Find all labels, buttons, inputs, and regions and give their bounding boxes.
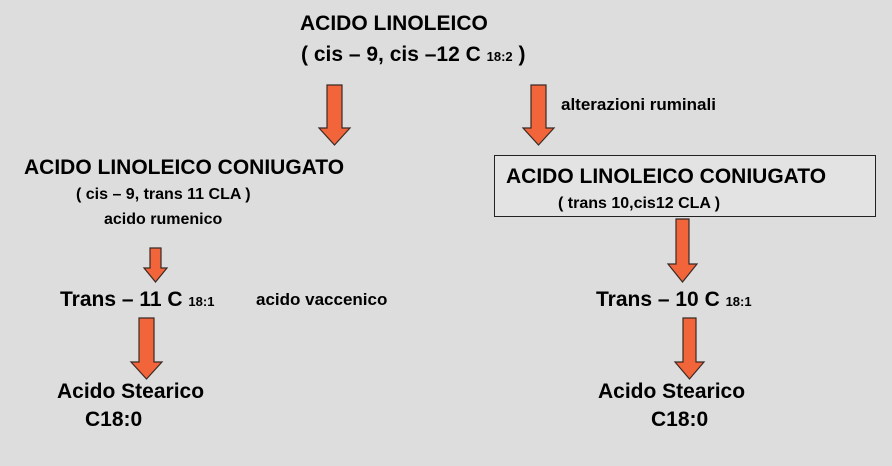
right-detail: ( trans 10,cis12 CLA ) [558, 195, 721, 212]
top-formula-end: ) [512, 43, 526, 66]
top-formula-main: ( cis – 9, cis –12 C [301, 43, 487, 66]
arrow-left-mid [142, 247, 169, 283]
arrow-right-bottom [673, 317, 706, 380]
left-trans-sub: 18:1 [188, 294, 215, 309]
right-trans-main: Trans – 10 C [596, 288, 726, 311]
arrow-left-bottom [129, 317, 164, 380]
top-formula-sub: 18:2 [486, 49, 513, 64]
left-trans-name: acido vaccenico [256, 290, 388, 309]
right-stearic: Acido Stearico [598, 380, 746, 403]
arrow-right-mid [666, 218, 699, 283]
left-detail: ( cis – 9, trans 11 CLA ) [76, 186, 251, 203]
left-stearic-code: C18:0 [85, 408, 143, 431]
left-title: ACIDO LINOLEICO CONIUGATO [24, 156, 345, 179]
left-trans: Trans – 11 C 18:1 [60, 289, 214, 310]
right-cla-box [494, 155, 876, 217]
left-stearic: Acido Stearico [57, 380, 205, 403]
right-stearic-code: C18:0 [651, 408, 709, 431]
right-trans-sub: 18:1 [725, 294, 752, 309]
right-trans: Trans – 10 C 18:1 [596, 289, 752, 310]
right-title: ACIDO LINOLEICO CONIUGATO [506, 165, 827, 188]
left-name: acido rumenico [104, 211, 223, 228]
arrow-top-left [317, 84, 352, 146]
left-trans-main: Trans – 11 C [60, 288, 189, 311]
top-title: ACIDO LINOLEICO [300, 12, 488, 35]
top-formula: ( cis – 9, cis –12 C 18:2 ) [301, 44, 525, 65]
arrow-top-right [521, 84, 556, 146]
right-arrow-label: alterazioni ruminali [561, 95, 716, 114]
